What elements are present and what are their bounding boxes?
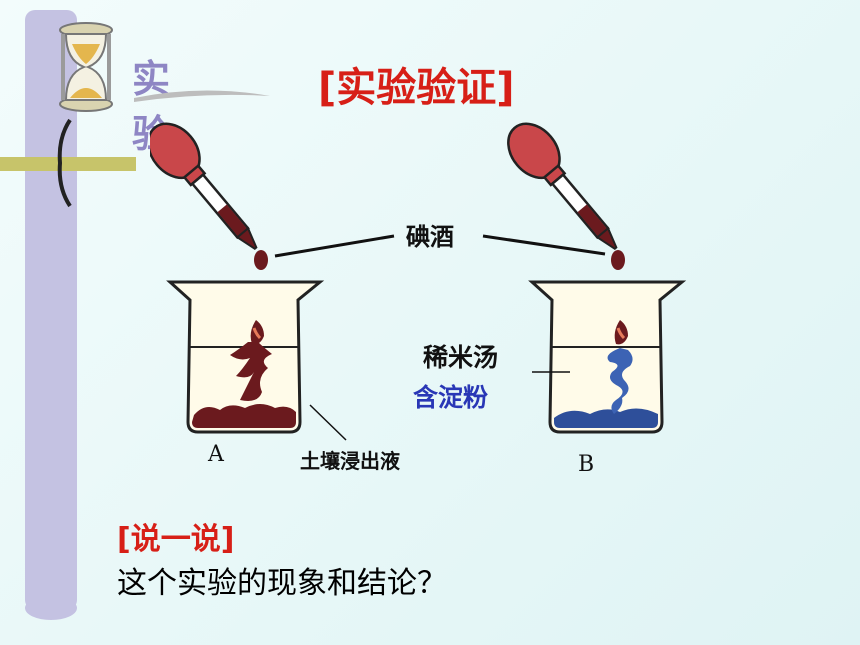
beaker-a-label: A — [208, 442, 224, 467]
slide-title: [实验验证] — [318, 65, 515, 111]
swoosh-decoration — [134, 90, 270, 102]
iodine-leader-b — [482, 234, 606, 256]
experiment-illustration — [147, 122, 687, 441]
iodine-label: 碘酒 — [406, 222, 454, 251]
beaker-b-label: B — [578, 452, 595, 477]
bracket-ornament — [57, 118, 72, 208]
soil-extract-label: 土壤浸出液 — [300, 449, 400, 473]
iodine-drop-b — [611, 250, 625, 270]
discussion-question: 这个实验的现象和结论？ — [117, 566, 447, 601]
starch-label: 含淀粉 — [413, 383, 489, 412]
beaker-b — [528, 280, 687, 434]
iodine-leader-a — [274, 234, 395, 258]
rice-soup-label: 稀米汤 — [423, 343, 499, 372]
section-label: 实 验 — [132, 48, 272, 156]
soil-leader — [309, 404, 347, 441]
dropper-b — [507, 122, 618, 251]
experiment-figure: 碘酒 稀米汤 含淀粉 土壤浸出液 A B — [147, 110, 750, 480]
iodine-drop-a — [254, 250, 268, 270]
decorative-horizontal-bar — [0, 157, 136, 171]
discussion-heading: [说一说] — [117, 522, 235, 557]
dropper-a — [147, 122, 258, 251]
hourglass-icon — [59, 22, 113, 112]
beaker-a — [166, 280, 347, 441]
